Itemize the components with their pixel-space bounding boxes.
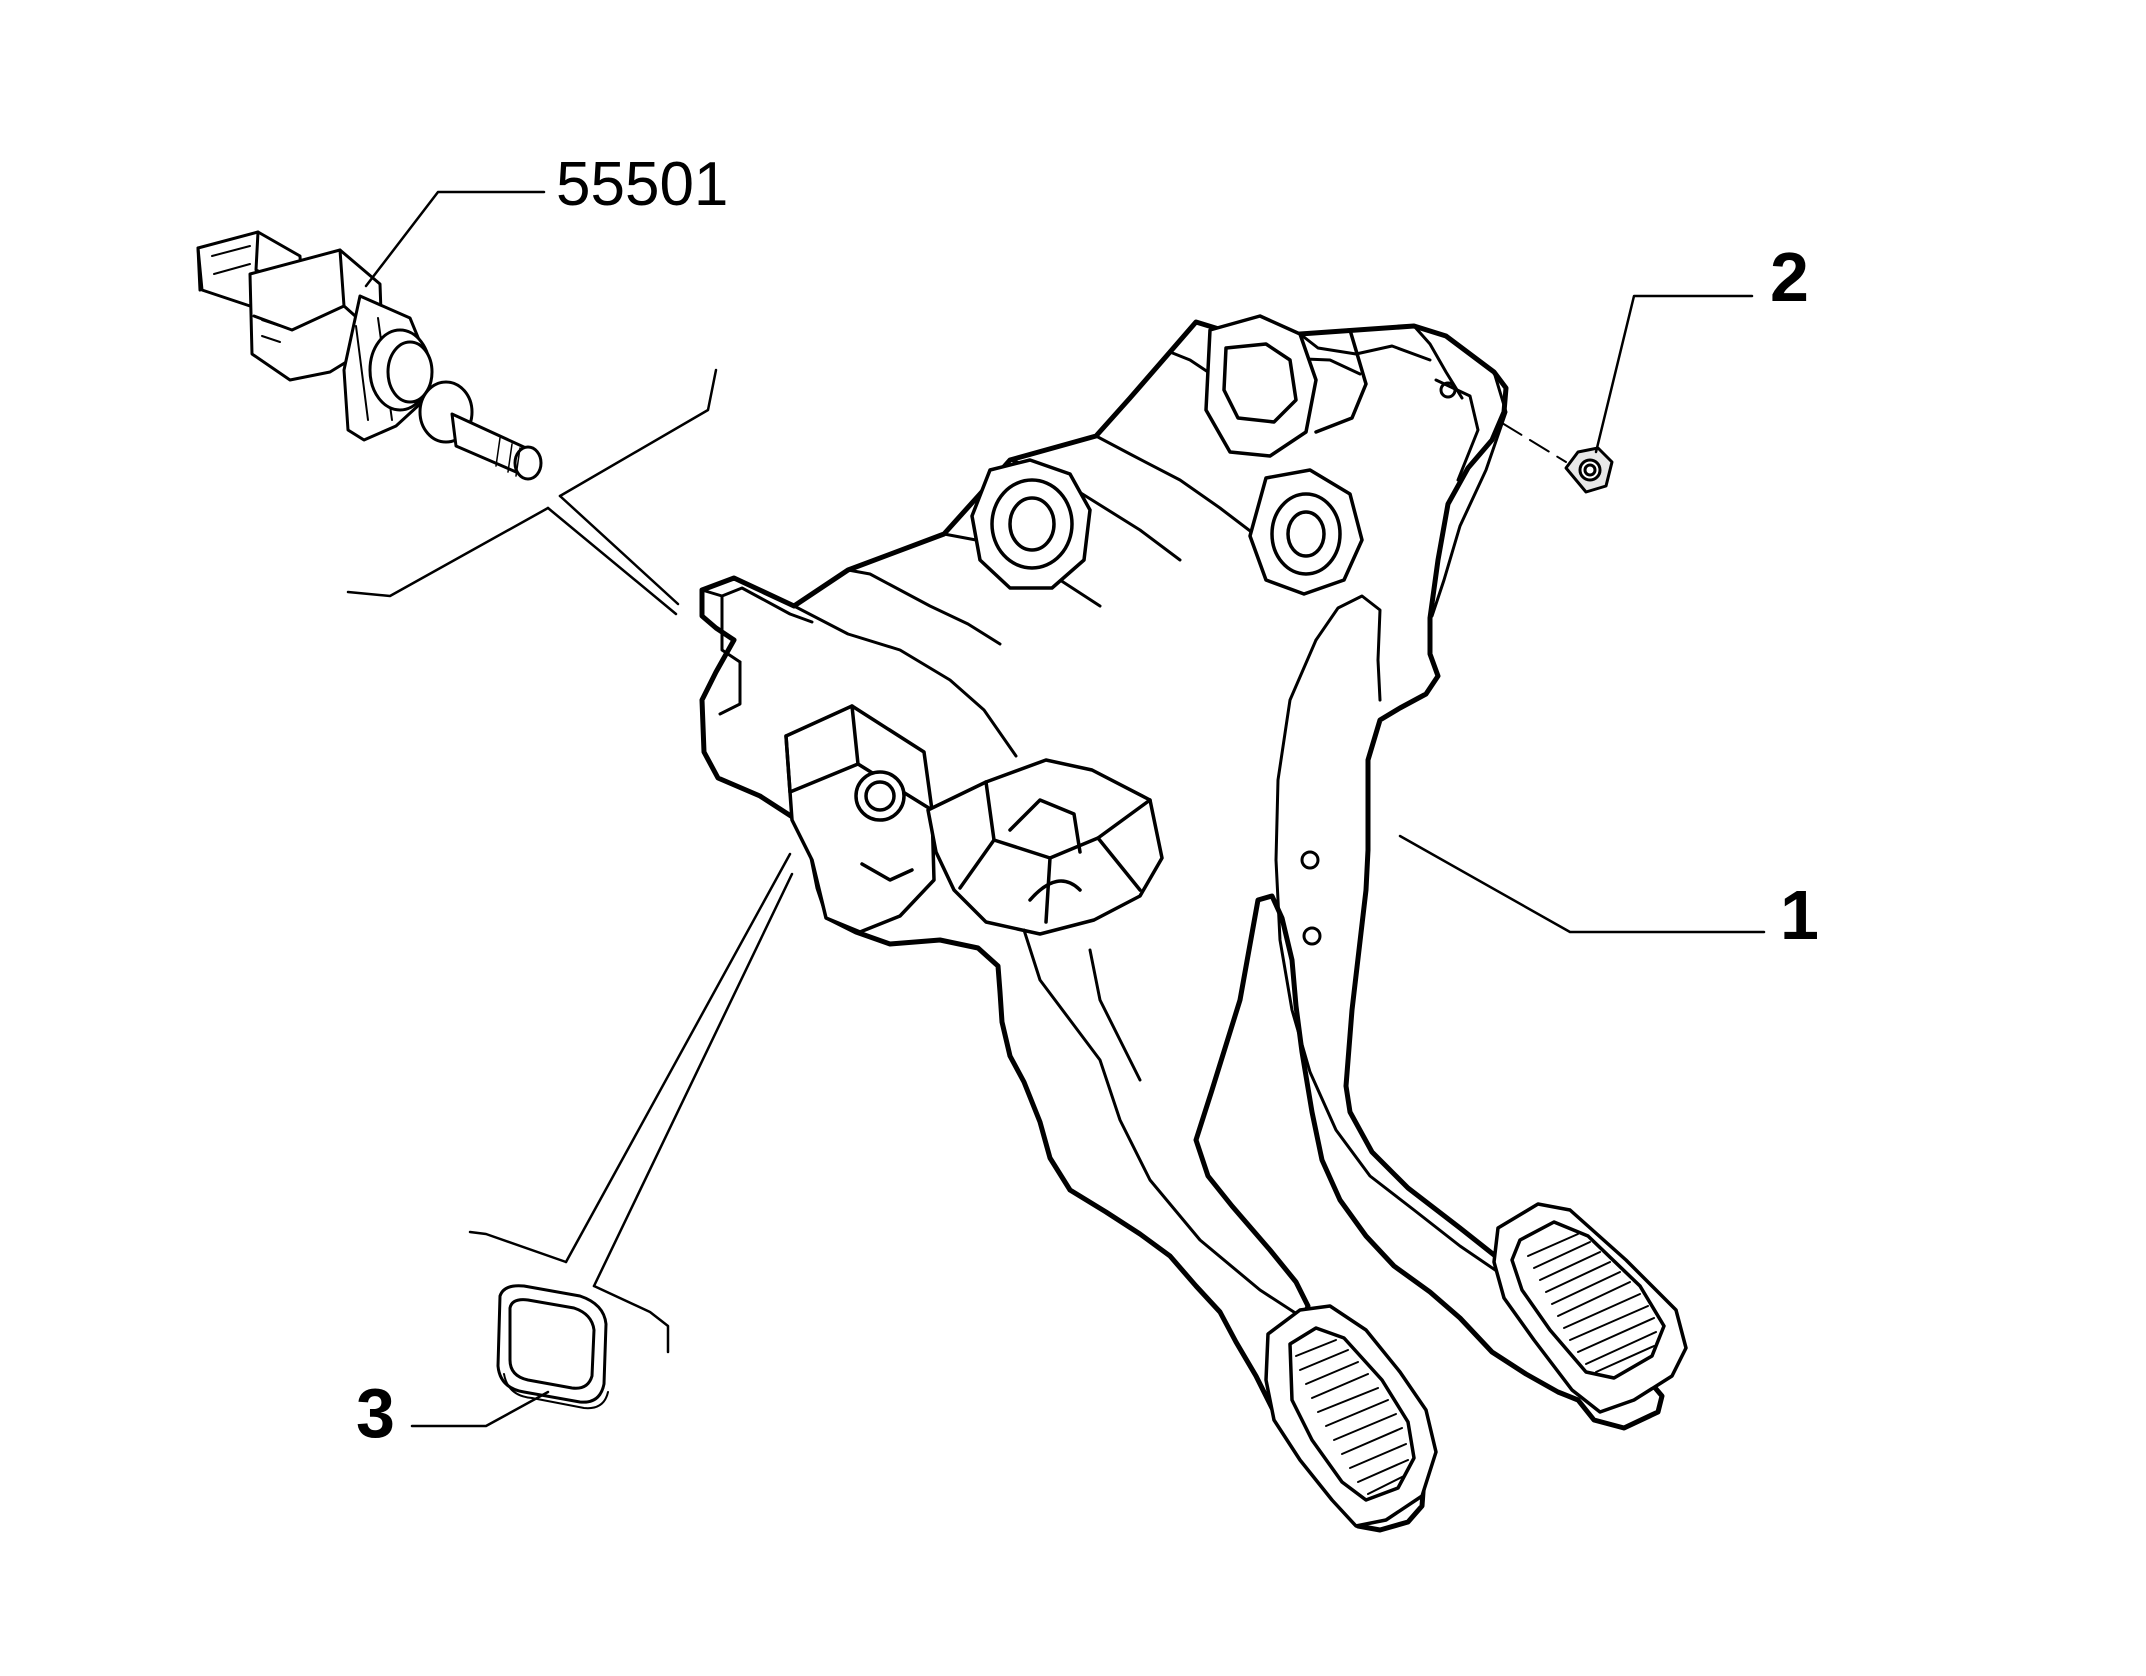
switch-reference-number: 55501 xyxy=(556,150,729,219)
brake-pedal-pad xyxy=(1264,1304,1438,1528)
plug-location-bracket xyxy=(468,852,794,1354)
rubber-plug-icon xyxy=(496,1284,609,1410)
clutch-pedal-pad xyxy=(1492,1202,1688,1414)
switch-leader-line xyxy=(364,190,546,288)
callout-part-3: 3 xyxy=(356,1374,395,1452)
hex-nut-icon xyxy=(1564,446,1614,494)
assembly-leader-line xyxy=(1398,834,1766,934)
nut-leader-line xyxy=(1594,294,1754,454)
plug-leader-line xyxy=(410,1390,550,1428)
nut-centerline xyxy=(1447,389,1567,463)
pedal-box-assembly-icon xyxy=(699,314,1688,1533)
brake-light-switch-icon xyxy=(196,230,543,481)
callout-part-1: 1 xyxy=(1780,876,1819,954)
callout-part-2: 2 xyxy=(1770,238,1809,316)
switch-location-bracket xyxy=(346,368,718,616)
